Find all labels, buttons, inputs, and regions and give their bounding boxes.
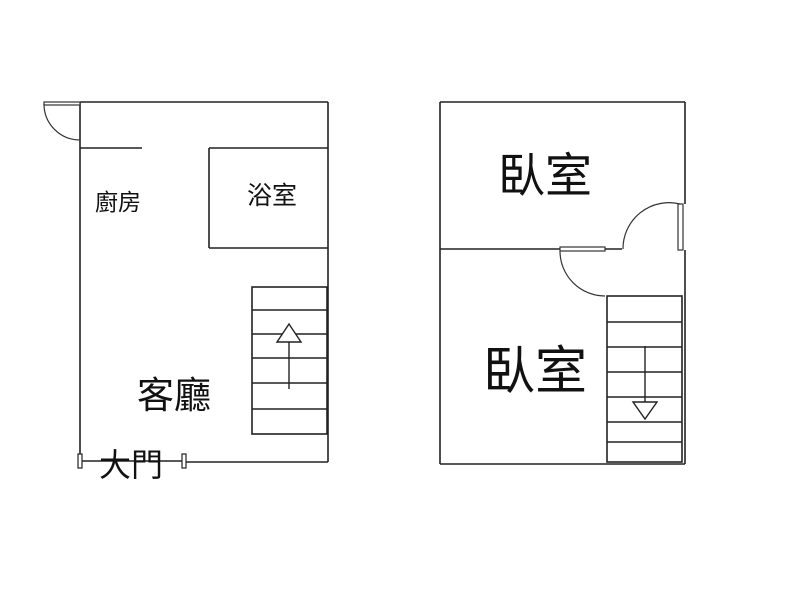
door-leaf [43,101,81,106]
stairs-outline [251,286,328,435]
right-partition-door [559,246,606,297]
left-floor [79,101,329,463]
door-leaf [677,203,684,251]
door-leaf [559,246,606,252]
right-floor [439,101,686,465]
stairs-outline [606,295,683,463]
door-swing-arc [559,250,606,297]
right-upper-door [622,202,684,251]
left-top-door [43,101,81,141]
main-door-jamb-left [77,453,83,469]
stairs-up-arrow-icon [275,322,303,389]
living-room-label: 客廳 [137,374,211,417]
main-door [77,453,187,469]
bedroom-upper-label: 臥室 [498,149,592,204]
main-door-jamb-right [181,453,187,469]
door-swing-arc [43,103,81,141]
bathroom-label: 浴室 [247,181,297,210]
main-door-label: 大門 [99,446,163,484]
kitchen-label: 廚房 [95,190,141,216]
bedroom-lower-label: 臥室 [483,342,587,402]
door-swing-arc [622,202,681,250]
stairs-down-arrow-icon [631,346,659,421]
